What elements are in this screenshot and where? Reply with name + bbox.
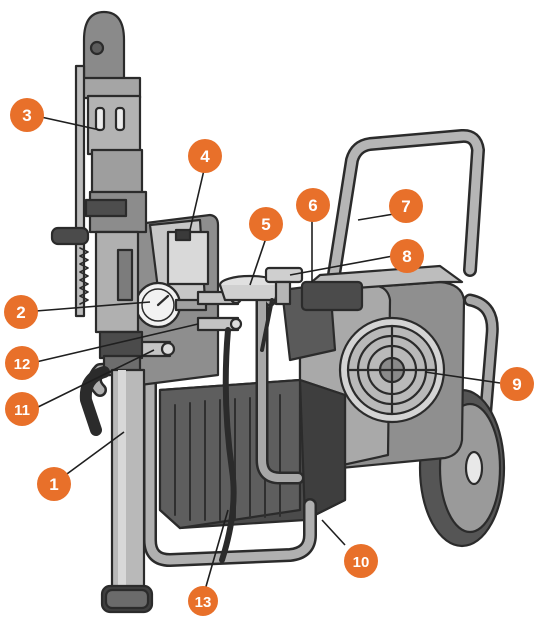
callout-7: 7 [389, 189, 423, 223]
callout-13: 13 [188, 586, 218, 616]
callout-9-label: 9 [512, 375, 521, 394]
callout-8-label: 8 [402, 247, 411, 266]
callout-9: 9 [500, 367, 534, 401]
callout-2-label: 2 [16, 303, 25, 322]
pump-column [50, 10, 154, 614]
callout-11: 11 [5, 392, 39, 426]
control-box [280, 280, 364, 362]
callout-3-label: 3 [22, 106, 31, 125]
frame-front-left [79, 366, 110, 436]
callout-10-label: 10 [353, 554, 370, 571]
callout-12: 12 [5, 346, 39, 380]
callout-10: 10 [344, 544, 378, 578]
callout-8: 8 [390, 239, 424, 273]
leader-lines [35, 116, 501, 591]
callout-6-label: 6 [308, 196, 317, 215]
callout-2: 2 [4, 295, 38, 329]
callout-4-label: 4 [200, 147, 210, 166]
callout-13-label: 13 [195, 594, 212, 611]
callout-3: 3 [10, 98, 44, 132]
callout-11-label: 11 [14, 402, 30, 419]
outlet-valve [260, 266, 304, 352]
callout-1: 1 [37, 467, 71, 501]
callout-4: 4 [188, 139, 222, 173]
callout-12-label: 12 [14, 356, 31, 373]
callout-5-label: 5 [261, 215, 270, 234]
callout-5: 5 [249, 207, 283, 241]
sprayer-illustration [50, 10, 506, 614]
callout-6: 6 [296, 188, 330, 222]
valve-fittings [138, 290, 243, 358]
cooling-fan [338, 316, 446, 424]
callout-badges: 1 2 3 4 5 6 7 8 [4, 98, 534, 616]
callout-7-label: 7 [401, 197, 410, 216]
lower-tank [158, 378, 347, 530]
hose [219, 327, 237, 563]
callout-1-label: 1 [49, 475, 58, 494]
